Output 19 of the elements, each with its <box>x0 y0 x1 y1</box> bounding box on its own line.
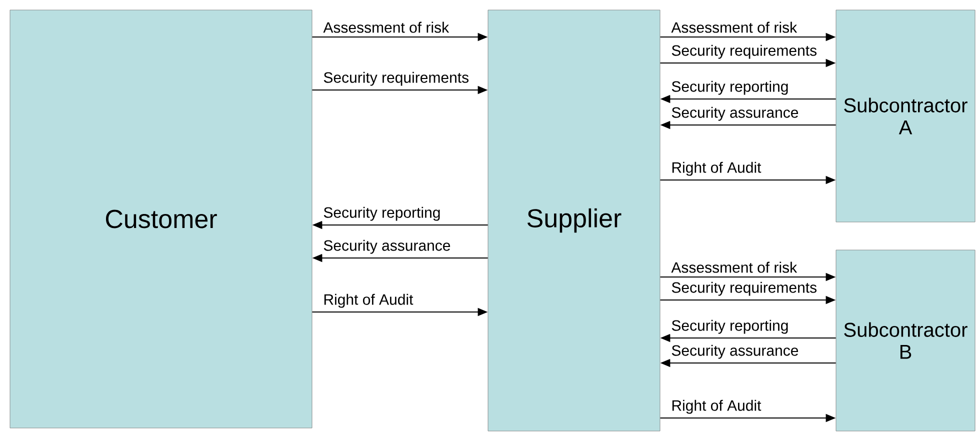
entity-box: Customer <box>10 10 312 428</box>
edge-label: Security requirements <box>670 280 818 297</box>
edge-label: Security reporting <box>670 80 790 96</box>
edge-label: Right of Audit <box>670 160 762 177</box>
edge-label: Right of Audit <box>670 398 762 415</box>
edge-label: Security reporting <box>322 206 442 222</box>
edge-label: Security requirements <box>322 70 470 87</box>
edge-label: Security reporting <box>670 318 790 335</box>
edge-label: Security assurance <box>670 106 800 122</box>
edge-label: Security requirements <box>670 44 818 60</box>
edge-label: Security assurance <box>322 238 452 255</box>
edge-label: Assessment of risk <box>670 20 798 34</box>
edge-label: Assessment of risk <box>670 260 798 274</box>
entity-box: Supplier <box>488 10 660 432</box>
edge-label: Right of Audit <box>322 292 414 309</box>
entity-box: Subcontractor A <box>836 10 976 222</box>
entity-box: Subcontractor B <box>836 250 976 432</box>
edge-label: Security assurance <box>670 344 800 360</box>
edge-label: Assessment of risk <box>322 20 450 34</box>
